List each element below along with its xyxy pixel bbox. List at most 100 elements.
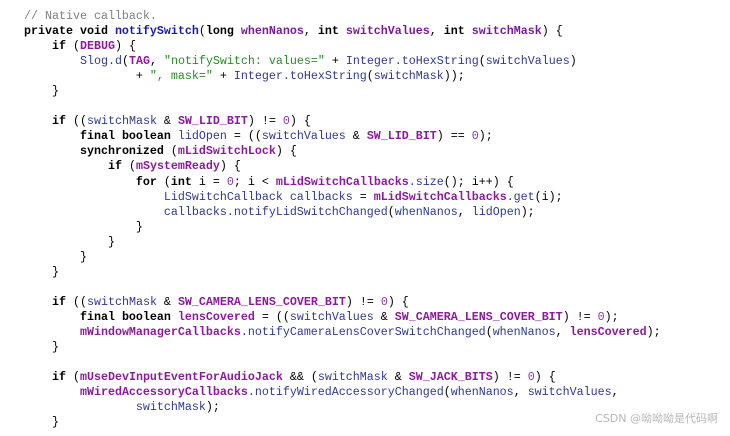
token-punctuation: ) != <box>492 370 528 385</box>
code-line: if (mUseDevInputEventForAudioJack && (sw… <box>24 370 661 385</box>
token-identifier: LidSwitchCallback callbacks <box>163 189 353 204</box>
code-line: } <box>24 415 661 430</box>
token-identifier: switchValues <box>527 385 612 400</box>
token-punctuation: ( <box>387 204 395 219</box>
token-punctuation: ; i < <box>233 174 276 189</box>
token-punctuation: ( <box>366 69 374 84</box>
token-punctuation: ( <box>163 144 178 159</box>
token-method-name: notifySwitch <box>114 24 199 39</box>
token-field: DEBUG <box>79 39 115 54</box>
code-line: mWiredAccessoryCallbacks.notifyWiredAcce… <box>24 385 661 400</box>
token-punctuation: ); <box>520 204 535 219</box>
token-identifier: Integer.toHexString <box>345 54 479 69</box>
code-line: final boolean lensCovered = ((switchValu… <box>24 310 661 325</box>
token-punctuation: = (( <box>254 309 290 324</box>
token-identifier: switchMask <box>317 370 388 385</box>
token-identifier: switchValues <box>289 309 374 324</box>
token-identifier: .get <box>506 189 535 204</box>
code-line: if (mSystemReady) { <box>24 159 661 174</box>
token-number-literal: 0 <box>471 129 479 144</box>
token-number-literal: 0 <box>527 370 535 385</box>
token-punctuation: ( <box>65 39 80 54</box>
token-field: mLidSwitchLock <box>177 144 276 159</box>
token-identifier: callbacks.notifyLidSwitchChanged <box>163 204 388 219</box>
code-line: } <box>24 84 661 99</box>
token-punctuation: ) { <box>534 370 556 385</box>
token-field: SW_LID_BIT <box>366 129 437 144</box>
token-identifier: lidOpen <box>471 204 521 219</box>
token-punctuation: ) { <box>387 294 409 309</box>
token-identifier: .notifyCameraLensCoverSwitchChanged <box>240 324 486 339</box>
token-field: SW_LID_BIT <box>177 114 248 129</box>
token-punctuation <box>24 39 52 53</box>
token-punctuation: } <box>24 264 59 279</box>
token-punctuation: = <box>352 189 374 204</box>
token-punctuation <box>24 54 80 68</box>
token-punctuation: & <box>156 294 178 309</box>
token-punctuation: & <box>387 370 409 385</box>
token-identifier: .notifyWiredAccessoryChanged <box>247 385 444 400</box>
token-punctuation: & <box>345 129 367 144</box>
token-keyword: int <box>443 24 472 39</box>
token-punctuation: ) != <box>345 294 381 309</box>
token-identifier: switchMask <box>135 400 206 415</box>
token-punctuation: = (( <box>226 129 262 144</box>
code-line: + ", mask=" + Integer.toHexString(switch… <box>24 69 661 84</box>
token-punctuation: ) == <box>436 129 472 144</box>
token-field: SW_JACK_BITS <box>408 370 493 385</box>
token-punctuation: & <box>156 114 178 129</box>
token-punctuation <box>24 114 52 128</box>
token-field: lensCovered <box>569 324 647 339</box>
token-parameter: whenNanos <box>240 24 304 39</box>
token-keyword: for <box>135 174 157 189</box>
token-identifier: Slog.d <box>79 54 122 69</box>
token-punctuation: (i); <box>534 189 563 204</box>
code-line <box>24 280 661 295</box>
token-identifier: switchMask <box>373 69 444 84</box>
token-punctuation: } <box>24 340 59 355</box>
token-punctuation: ); <box>646 324 661 339</box>
token-punctuation: + <box>24 69 150 84</box>
code-line: Slog.d(TAG, "notifySwitch: values=" + In… <box>24 54 661 69</box>
token-punctuation: ( <box>443 385 451 400</box>
token-number-literal: 0 <box>226 174 234 189</box>
token-punctuation <box>24 129 80 143</box>
token-keyword: private void <box>24 24 115 39</box>
token-keyword: int <box>170 174 192 189</box>
token-punctuation: , <box>457 204 472 219</box>
token-field: mSystemReady <box>135 159 220 174</box>
token-punctuation: ( <box>121 54 129 69</box>
token-keyword: long <box>205 24 241 39</box>
token-punctuation: , <box>429 24 444 39</box>
token-punctuation <box>24 385 80 399</box>
token-punctuation <box>24 205 164 219</box>
code-line: if (DEBUG) { <box>24 39 661 54</box>
token-field: TAG <box>128 54 150 69</box>
token-identifier: switchValues <box>261 129 346 144</box>
token-identifier: switchMask <box>86 114 157 129</box>
token-keyword: if <box>51 39 66 54</box>
token-keyword: final boolean <box>79 129 178 144</box>
code-line: synchronized (mLidSwitchLock) { <box>24 144 661 159</box>
token-keyword: if <box>51 294 66 309</box>
token-string-literal: ", mask=" <box>149 69 213 84</box>
code-line <box>24 355 661 370</box>
token-field: mUseDevInputEventForAudioJack <box>79 370 283 385</box>
token-punctuation: (); i++) { <box>443 174 514 189</box>
token-identifier: whenNanos <box>450 385 514 400</box>
token-punctuation: ) != <box>562 309 598 324</box>
code-line: } <box>24 220 661 235</box>
token-identifier: lidOpen <box>177 129 227 144</box>
token-punctuation <box>24 400 136 414</box>
token-punctuation: ( <box>478 54 486 69</box>
token-number-literal: 0 <box>597 309 605 324</box>
token-number-literal: 0 <box>380 294 388 309</box>
token-punctuation <box>24 325 80 339</box>
code-line: for (int i = 0; i < mLidSwitchCallbacks.… <box>24 175 661 190</box>
token-punctuation: i = <box>191 174 227 189</box>
token-punctuation <box>24 370 52 384</box>
token-punctuation: (( <box>65 294 87 309</box>
token-punctuation: } <box>24 249 87 264</box>
code-line: // Native callback. <box>24 9 661 24</box>
token-field: mWindowManagerCallbacks <box>79 324 241 339</box>
